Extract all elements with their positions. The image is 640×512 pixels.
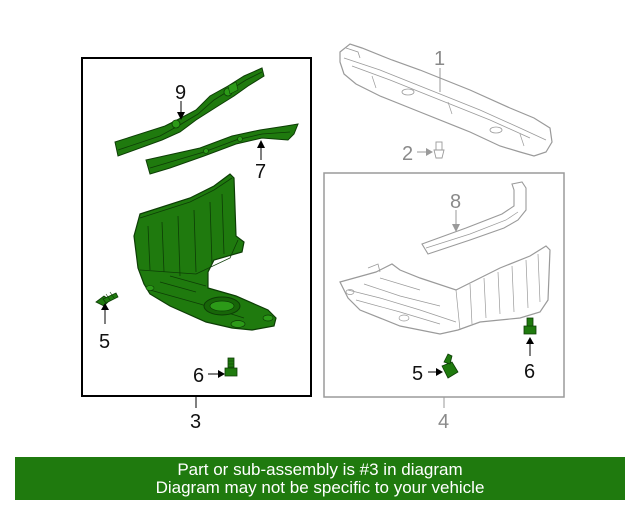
arrowhead-7 — [257, 140, 265, 148]
arrowhead-9 — [177, 112, 185, 120]
part-5-bolt-right[interactable] — [441, 353, 459, 379]
arrowhead-6-right — [526, 337, 534, 344]
part-2-clip[interactable] — [433, 141, 445, 159]
info-banner: Part or sub-assembly is #3 in diagram Di… — [15, 457, 625, 500]
callout-8[interactable]: 8 — [450, 191, 461, 213]
part-7-bracket[interactable] — [145, 123, 299, 175]
part-8-bracket[interactable] — [421, 181, 527, 255]
callout-2[interactable]: 2 — [402, 143, 413, 165]
callout-4[interactable]: 4 — [438, 411, 449, 433]
arrowhead-5-left — [101, 303, 109, 310]
callout-6-left[interactable]: 6 — [193, 365, 204, 387]
callout-6-right[interactable]: 6 — [524, 361, 535, 383]
callout-1[interactable]: 1 — [434, 48, 445, 70]
part-6-stud-left[interactable] — [224, 357, 238, 377]
callout-9[interactable]: 9 — [175, 82, 186, 104]
callout-7[interactable]: 7 — [255, 161, 266, 183]
arrowhead-6-left — [218, 370, 225, 378]
banner-line-2: Diagram may not be specific to your vehi… — [155, 477, 485, 497]
part-6-stud-right[interactable] — [523, 317, 537, 335]
arrowhead-2 — [426, 148, 433, 156]
part-1-radiator-support-cover[interactable] — [339, 43, 553, 157]
arrowhead-5-right — [436, 368, 443, 376]
arrowhead-8 — [452, 224, 460, 232]
callout-5-right[interactable]: 5 — [412, 363, 423, 385]
banner-line-1: Part or sub-assembly is #3 in diagram — [177, 459, 463, 479]
part-4-undercover[interactable] — [339, 245, 551, 335]
part-9-bracket[interactable] — [114, 67, 265, 157]
part-5-bolt-left[interactable] — [95, 291, 119, 307]
callout-5-left[interactable]: 5 — [99, 331, 110, 353]
callout-3[interactable]: 3 — [190, 411, 201, 433]
part-3-undercover[interactable] — [133, 173, 277, 331]
